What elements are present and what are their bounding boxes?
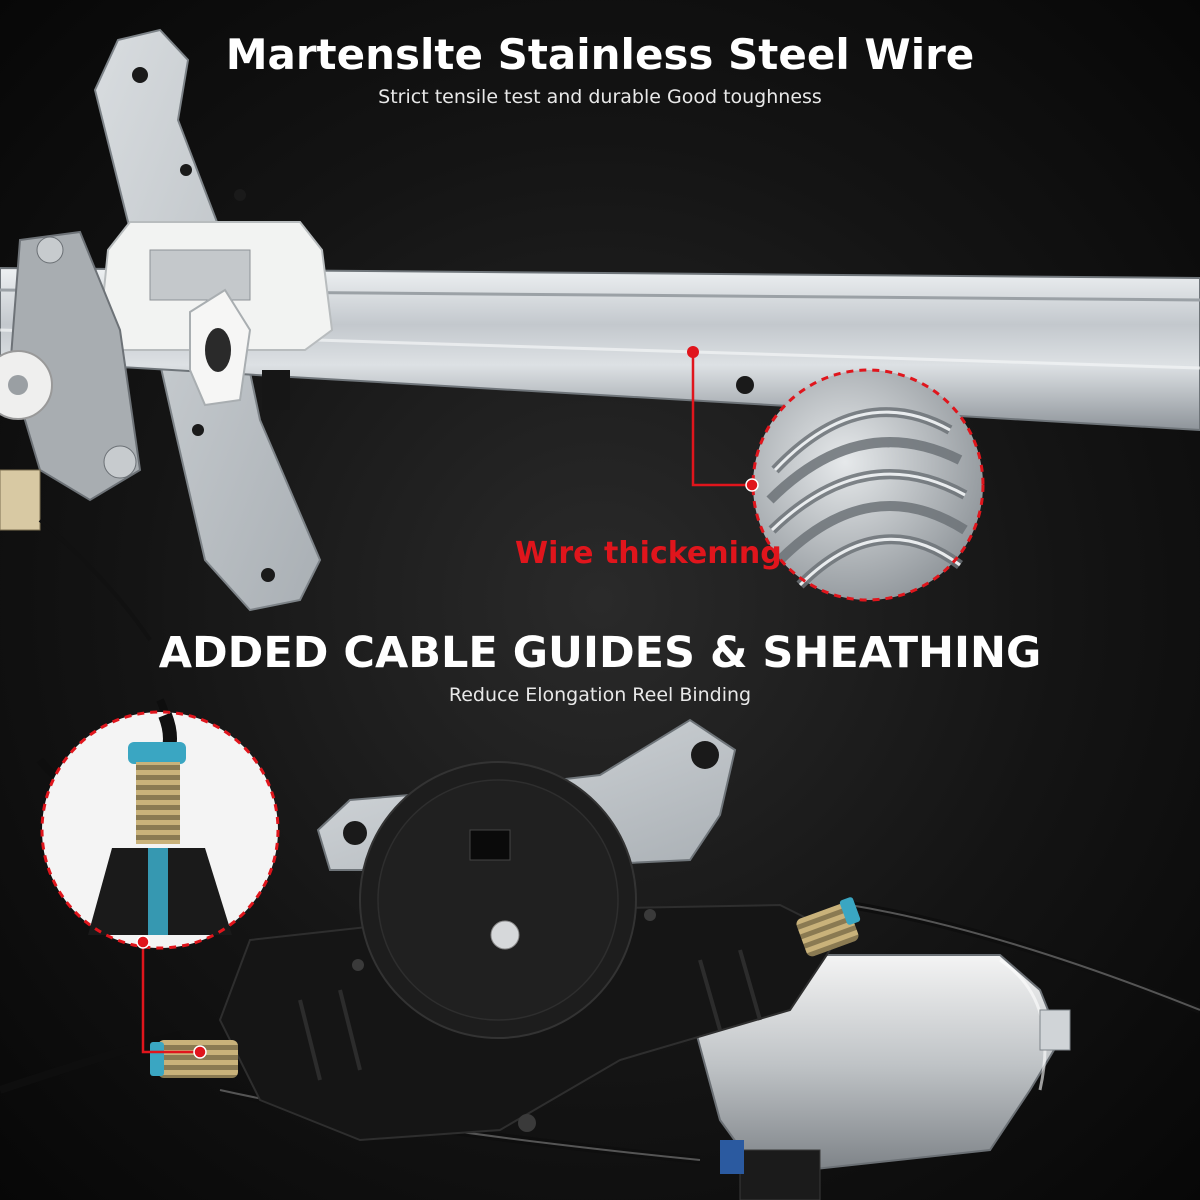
bottom-heading-subtitle: Reduce Elongation Reel Binding (448, 684, 752, 706)
slider-block (98, 221, 334, 410)
connector-bottom (720, 1140, 821, 1200)
wire-thickening-label: Wire thickening (515, 536, 782, 571)
cable-spring-left (150, 1040, 238, 1078)
top-heading-title: Martenslte Stainless Steel Wire (225, 30, 975, 79)
bottom-heading-title: ADDED CABLE GUIDES & SHEATHING (158, 628, 1042, 678)
cable-spring-right (796, 897, 861, 957)
wire-zoom-callout (687, 346, 985, 602)
top-heading-subtitle: Strict tensile test and durable Good tou… (378, 86, 822, 108)
pulley-bracket (0, 230, 152, 642)
sheathing-zoom-callout (40, 710, 280, 1059)
drum-housing (218, 761, 842, 1142)
